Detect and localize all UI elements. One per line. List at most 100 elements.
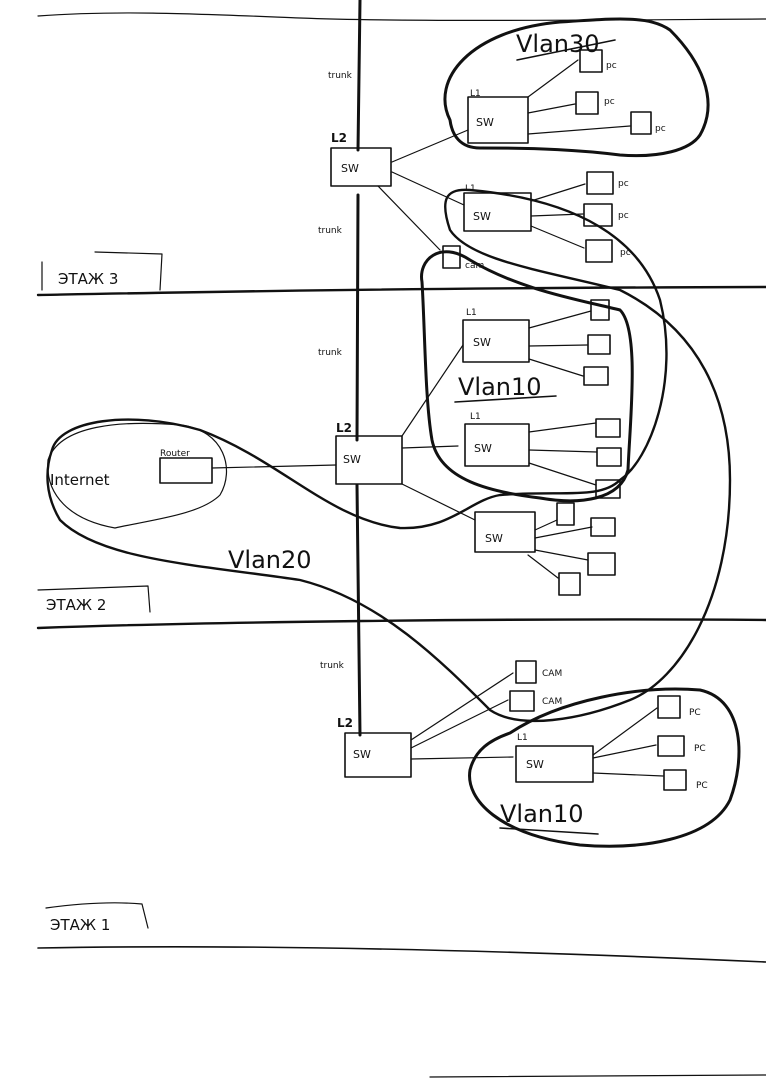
vlan10-underline: [454, 395, 557, 403]
l2-switch-floor2: [335, 435, 403, 485]
switch-label: SW: [341, 162, 359, 175]
pc-label: PC: [694, 744, 706, 754]
switch-label: SW: [343, 453, 361, 466]
vlan20-boundary: [46, 188, 732, 723]
router-icon: [159, 457, 213, 484]
l1-switch-vlan10-a: [462, 319, 530, 363]
trunk-label: trunk: [318, 226, 343, 236]
pc-icon: [585, 239, 613, 263]
link: [528, 310, 592, 377]
link: [592, 707, 664, 777]
l1-switch-floor2-c: [474, 511, 536, 553]
floor1-label: ЭТАЖ 1: [50, 916, 110, 934]
pc-icon: [587, 552, 616, 576]
l2-label: L2: [336, 421, 352, 435]
cam-label: CAM: [542, 669, 562, 679]
floor2-label-box: ЭТАЖ 2: [37, 585, 151, 614]
vlan30-underline: [516, 39, 616, 61]
pc-icon: [657, 695, 681, 719]
cam-label: CAM: [542, 697, 562, 707]
link: [391, 171, 465, 206]
link: [391, 129, 469, 163]
pc-label: PC: [689, 708, 701, 718]
top-border-line: [37, 12, 766, 21]
vlan20-label: Vlan20: [228, 546, 312, 574]
vlan10-floor1-label: Vlan10: [500, 800, 584, 828]
vlan10-underline: [499, 827, 599, 835]
switch-label: SW: [473, 336, 491, 349]
pc-icon: [590, 517, 616, 537]
pc-icon: [663, 769, 687, 791]
pc-icon: [657, 735, 685, 757]
l2-switch-floor1: [344, 732, 412, 778]
trunk-backbone: [355, 0, 362, 737]
trunk-label: trunk: [328, 71, 353, 81]
l2-switch-floor3: [330, 147, 392, 187]
l1-switch-vlan10-floor1: [515, 745, 594, 783]
pc-icon: [586, 171, 614, 195]
pc-icon: [556, 502, 575, 526]
l1-label: L1: [466, 308, 477, 318]
vlan30-boundary: [443, 17, 710, 158]
pc-icon: [595, 418, 621, 438]
link: [377, 185, 441, 251]
l1-switch-vlan10-b: [464, 423, 530, 467]
trunk-label: trunk: [318, 348, 343, 358]
trunk-label: trunk: [320, 661, 345, 671]
pc-label: pc: [620, 248, 631, 258]
internet-label: Internet: [50, 471, 110, 489]
floor1-separator: [37, 945, 766, 963]
switch-label: SW: [473, 210, 491, 223]
cam-label: cam: [465, 261, 484, 271]
pc-label: pc: [618, 211, 629, 221]
vlan10-floor1-boundary: [468, 687, 741, 848]
pc-icon: [596, 447, 622, 467]
floor3-label-box: ЭТАЖ 3: [41, 251, 163, 291]
pc-label: pc: [606, 61, 617, 71]
pc-icon: [587, 334, 611, 355]
link: [528, 422, 598, 486]
link: [410, 672, 514, 749]
pc-icon: [583, 366, 609, 386]
pc-icon: [579, 49, 603, 73]
internet-boundary: [47, 422, 228, 529]
pc-label: PC: [696, 781, 708, 791]
link: [527, 59, 631, 135]
l1-label: L1: [470, 412, 481, 422]
pc-label: pc: [655, 124, 666, 134]
switch-label: SW: [353, 748, 371, 761]
camera-icon: [509, 690, 535, 712]
l1-switch-vlan30: [467, 96, 529, 144]
floor1-label-box: ЭТАЖ 1: [45, 902, 149, 934]
pc-label: pc: [604, 97, 615, 107]
link: [410, 756, 514, 760]
pc-icon: [630, 111, 652, 135]
floor3-separator: [36, 285, 766, 297]
vlan10-floor2-boundary: [420, 250, 634, 503]
switch-label: SW: [474, 442, 492, 455]
pc-icon: [590, 299, 610, 321]
floor2-label: ЭТАЖ 2: [46, 596, 106, 614]
l1-label: L1: [470, 89, 481, 99]
pc-icon: [595, 479, 621, 499]
vlan10-floor2-label: Vlan10: [458, 373, 542, 401]
pc-icon: [583, 203, 613, 227]
switch-label: SW: [485, 532, 503, 545]
router-label: Router: [160, 449, 190, 459]
l1-label: L1: [517, 733, 528, 743]
link: [401, 344, 464, 449]
vlan30-label: Vlan30: [516, 30, 600, 58]
floor3-label: ЭТАЖ 3: [58, 270, 118, 288]
l2-label: L2: [337, 716, 353, 730]
camera-icon: [515, 660, 537, 684]
link: [527, 519, 593, 579]
bottom-line: [429, 1074, 766, 1078]
floor2-separator: [36, 618, 766, 630]
pc-icon: [558, 572, 581, 596]
pc-icon: [575, 91, 599, 115]
link: [401, 483, 476, 521]
switch-label: SW: [476, 116, 494, 129]
pc-label: pc: [618, 179, 629, 189]
router-uplink: [211, 464, 337, 469]
